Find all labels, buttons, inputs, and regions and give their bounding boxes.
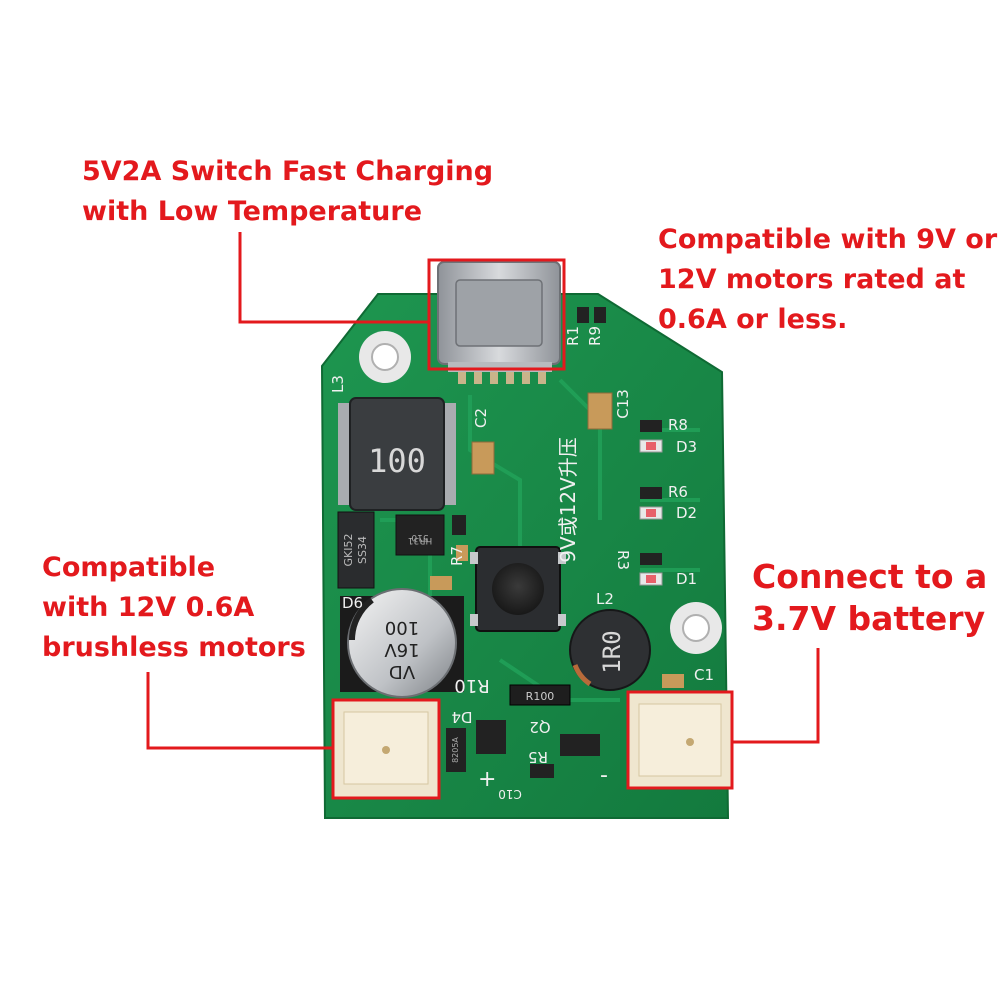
label-r7: R7 — [448, 546, 466, 566]
ic-chip: HR31 510 — [395, 514, 445, 556]
label-r5: R5 — [528, 748, 548, 766]
annotation-battery-line-1: Connect to a — [752, 557, 988, 596]
capacitor-marking-1: VD — [389, 661, 415, 682]
leader-line-left-connector — [146, 672, 333, 750]
annotation-battery: Connect to a 3.7V battery — [752, 556, 987, 640]
label-c13: C13 — [614, 389, 632, 419]
transistor-marking: 8205A — [451, 737, 460, 763]
annotation-brushless-line-1: Compatible — [42, 552, 216, 583]
label-l2: L2 — [596, 590, 614, 608]
diode-marking-2: SS34 — [356, 536, 369, 564]
annotation-battery-line-2: 3.7V battery — [752, 599, 986, 638]
annotation-motors-line-2: 12V motors rated at — [658, 264, 966, 295]
capacitor-marking-3: 100 — [385, 617, 419, 638]
label-c2: C2 — [472, 408, 490, 428]
inductor-small-marking: 1R0 — [598, 630, 626, 673]
annotation-brushless-line-3: brushless motors — [42, 632, 306, 663]
smd-components: R100 8205A — [430, 307, 684, 778]
label-r6: R6 — [668, 483, 688, 501]
usb-c-port — [437, 261, 561, 384]
leader-line-usb — [238, 232, 429, 324]
label-r9: R9 — [586, 326, 604, 346]
callout-graphics — [146, 232, 820, 800]
resistor-marking: R100 — [526, 690, 555, 703]
annotation-brushless-line-2: with 12V 0.6A — [42, 592, 255, 623]
label-r10: R10 — [454, 675, 489, 696]
label-c1: C1 — [694, 666, 714, 684]
connector-left — [332, 699, 440, 799]
label-d1: D1 — [676, 570, 697, 588]
diode-ss34: GKI52 SS34 — [337, 511, 375, 589]
electrolytic-capacitor: VD 16V 100 — [340, 588, 464, 698]
label-r3: R3 — [614, 550, 632, 570]
label-plus: + — [478, 767, 496, 792]
label-r1: R1 — [564, 326, 582, 346]
annotation-motors-line-3: 0.6A or less. — [658, 304, 848, 335]
label-q2: Q2 — [529, 718, 550, 736]
annotation-motors-line-1: Compatible with 9V or — [658, 224, 998, 255]
ic-marking-2: 510 — [411, 532, 428, 542]
led-array — [639, 420, 663, 586]
highlight-right-connector — [626, 690, 734, 790]
label-chinese: 9V或12V升压 — [556, 437, 580, 563]
annotation-motors: Compatible with 9V or 12V motors rated a… — [658, 220, 997, 340]
highlight-usb-port — [427, 258, 566, 371]
annotation-charging: 5V2A Switch Fast Charging with Low Tempe… — [82, 152, 493, 232]
tactile-button — [470, 546, 566, 632]
connector-right — [627, 691, 733, 789]
label-d4: D4 — [451, 708, 472, 726]
mounting-hole-left — [359, 331, 411, 383]
silkscreen-labels: L3 C2 C13 R1 R9 R8 D3 R6 D2 R3 D1 L2 D6 … — [329, 326, 714, 801]
label-r8: R8 — [668, 416, 688, 434]
leader-line-right-connector — [732, 648, 820, 744]
diode-marking-1: GKI52 — [342, 534, 355, 567]
annotation-charging-line-1: 5V2A Switch Fast Charging — [82, 156, 494, 187]
ic-marking-1: HR31 — [408, 535, 432, 545]
label-d6: D6 — [342, 594, 363, 612]
label-d3: D3 — [676, 438, 697, 456]
label-d2: D2 — [676, 504, 697, 522]
inductor-large-marking: 100 — [368, 442, 426, 480]
inductor-large: 100 — [338, 397, 456, 511]
label-minus: - — [600, 763, 608, 788]
mounting-hole-right — [670, 602, 722, 654]
annotation-charging-line-2: with Low Temperature — [82, 196, 423, 227]
inductor-small: 1R0 — [569, 609, 651, 691]
capacitor-marking-2: 16V — [384, 639, 420, 660]
annotation-brushless: Compatible with 12V 0.6A brushless motor… — [42, 548, 306, 668]
label-c10: C10 — [498, 787, 522, 801]
label-l3: L3 — [329, 375, 347, 393]
